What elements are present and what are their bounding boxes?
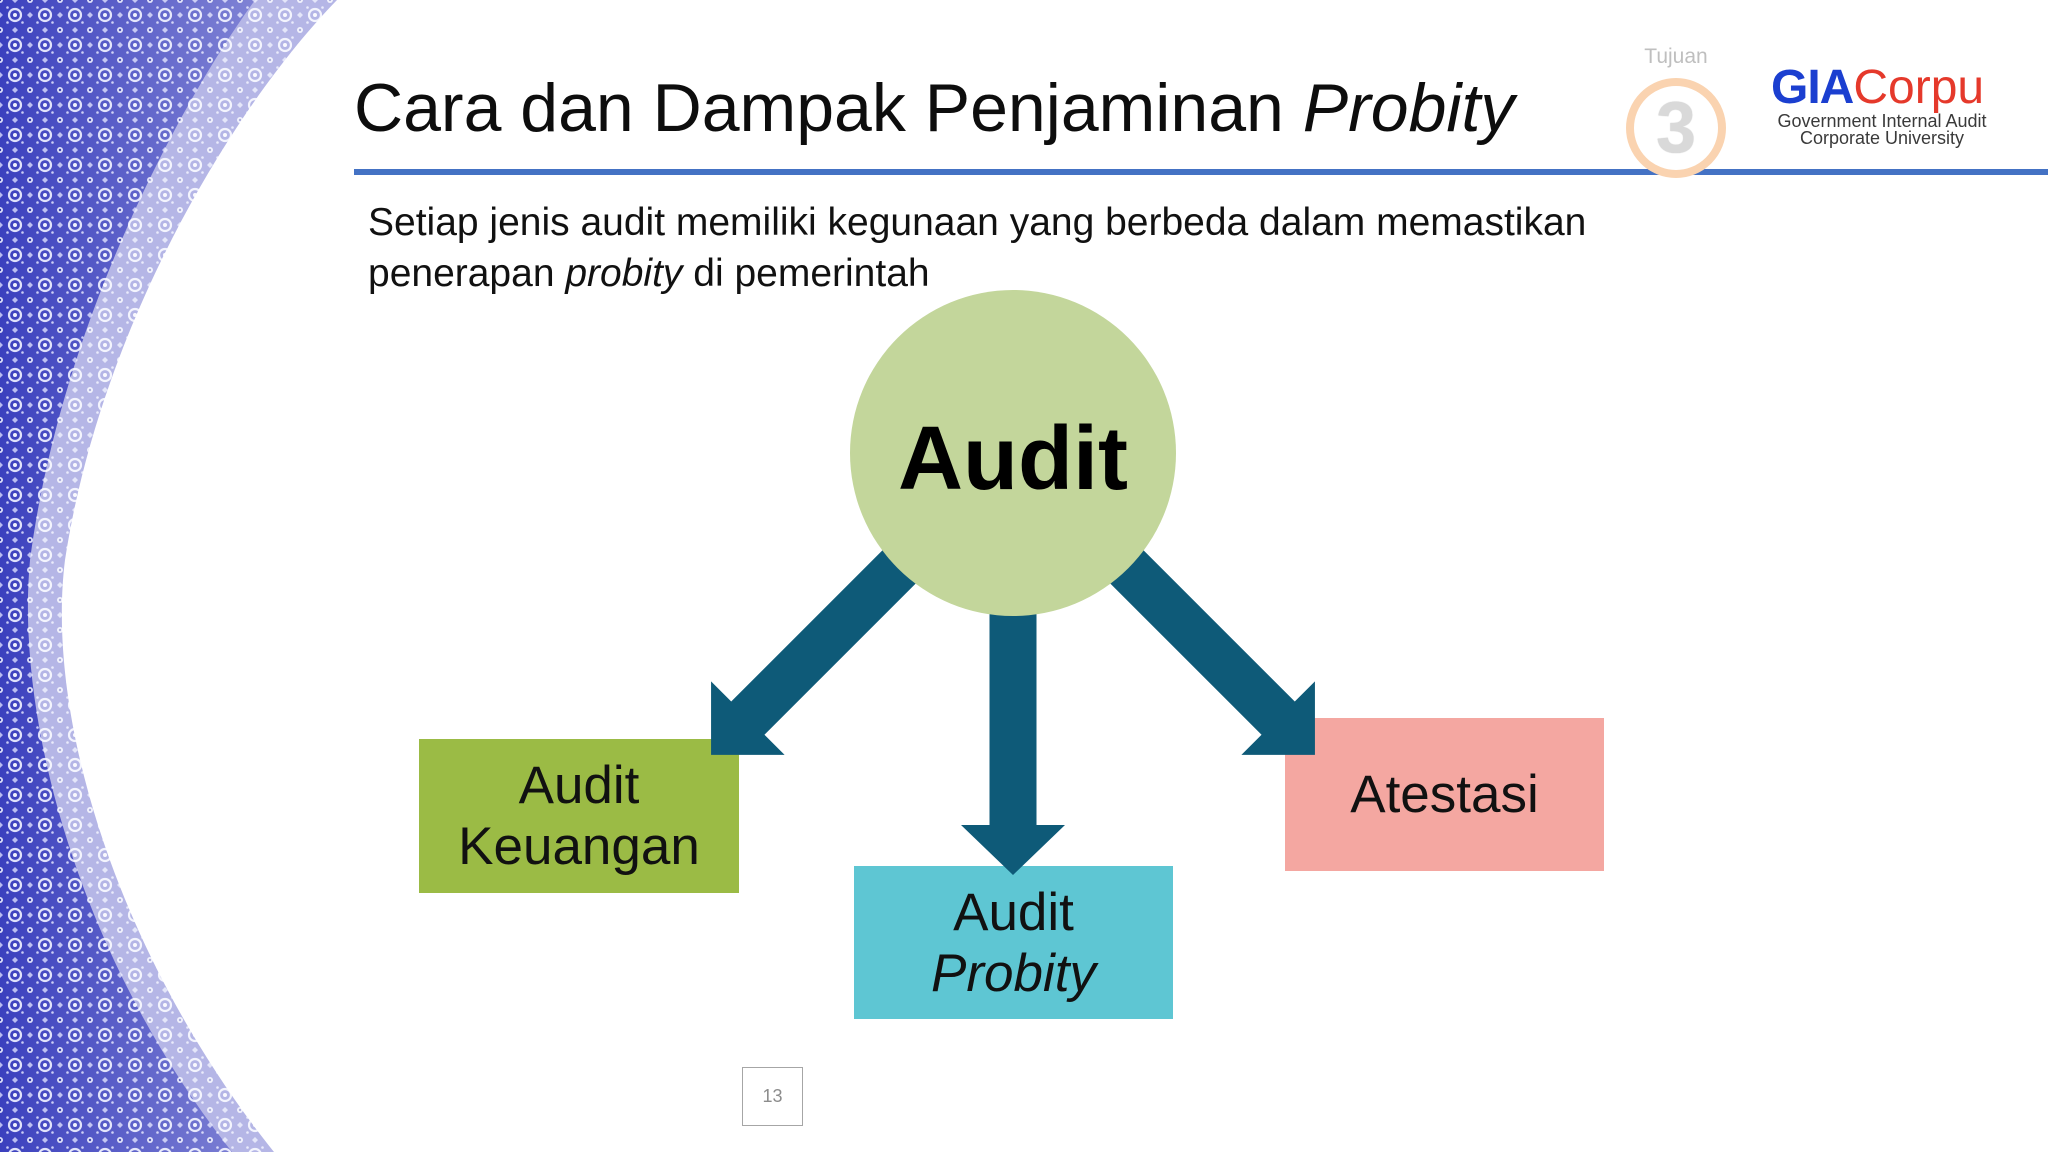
audit-center-node [850, 290, 1176, 616]
intro-line2-after: di pemerintah [693, 252, 929, 295]
batik-decoration [0, 0, 400, 1152]
intro-line2: penerapan probity di pemerintah [368, 248, 1586, 299]
box-audit-keuangan: Audit Keuangan [419, 739, 739, 893]
slide-title: Cara dan Dampak Penjaminan Probity [354, 74, 1514, 142]
gia-corpu-logo: GIACorpu [1771, 64, 1984, 112]
logo-brand-corpu: Corpu [1853, 61, 1984, 114]
audit-center-label: Audit [898, 409, 1128, 509]
logo-brand-gia: GIA [1771, 61, 1853, 114]
box-audit-keuangan-line1: Audit [519, 755, 640, 816]
box-audit-probity: Audit Probity [854, 866, 1173, 1019]
intro-paragraph: Setiap jenis audit memiliki kegunaan yan… [368, 197, 1586, 299]
arrow-to-audit-probity [961, 453, 1065, 875]
objective-label: Tujuan [1616, 45, 1736, 69]
slide-title-italic: Probity [1303, 70, 1515, 146]
box-audit-keuangan-line2: Keuangan [458, 816, 700, 877]
objective-number-badge: 3 [1626, 78, 1726, 178]
logo-tagline: Government Internal Audit Corporate Univ… [1752, 113, 2012, 147]
intro-line2-italic: probity [565, 252, 682, 295]
logo-tagline-line2: Corporate University [1752, 130, 2012, 147]
box-atestasi-label: Atestasi [1350, 764, 1539, 825]
title-underline-rule [354, 169, 2048, 175]
box-audit-probity-line2: Probity [931, 943, 1096, 1004]
intro-line2-before: penerapan [368, 252, 555, 295]
page-number: 13 [742, 1067, 803, 1126]
arrow-to-audit-keuangan [674, 416, 1049, 791]
slide-title-text: Cara dan Dampak Penjaminan [354, 70, 1284, 146]
intro-line1: Setiap jenis audit memiliki kegunaan yan… [368, 197, 1586, 248]
box-atestasi: Atestasi [1285, 718, 1604, 871]
box-audit-probity-line1: Audit [953, 882, 1074, 943]
